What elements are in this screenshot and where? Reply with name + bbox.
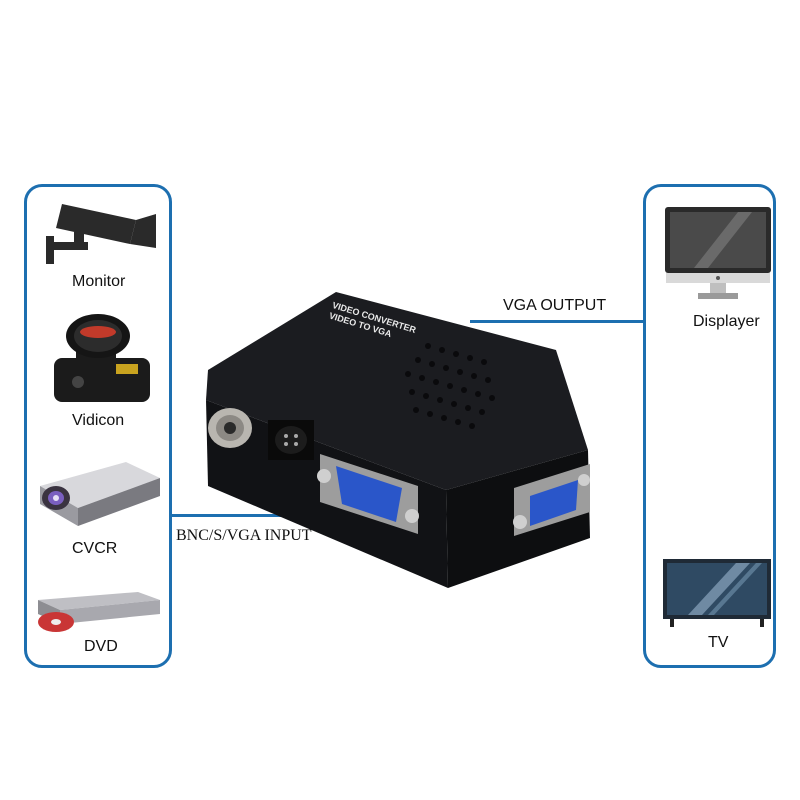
output-connector-line: [470, 320, 643, 323]
computer-monitor-icon: [665, 207, 771, 299]
input-sources-panel: [24, 184, 172, 668]
video-converter-box-icon: [206, 292, 590, 588]
source-label-dvd: DVD: [84, 638, 118, 655]
input-connector-label: BNC/S/VGA INPUT: [176, 527, 312, 544]
source-label-vidicon: Vidicon: [72, 412, 125, 429]
dvd-player-icon: [38, 592, 160, 632]
output-connector-label: VGA OUTPUT: [503, 297, 607, 314]
output-label-displayer: Displayer: [693, 313, 760, 330]
output-label-tv: TV: [708, 634, 729, 651]
projector-icon: [40, 462, 160, 526]
source-label-monitor: Monitor: [72, 273, 126, 290]
dslr-camera-icon: [54, 314, 150, 402]
tv-icon: [663, 559, 771, 627]
source-label-cvcr: CVCR: [72, 540, 118, 557]
input-connector-line: [172, 514, 324, 517]
cctv-camera-icon: [46, 204, 156, 264]
